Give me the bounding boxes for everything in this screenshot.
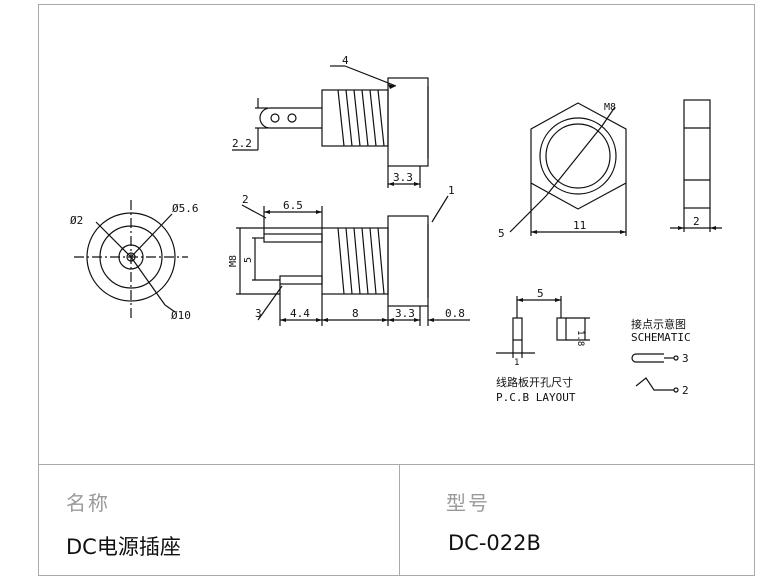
callout-4: 4 [342,54,349,67]
dim-8: 8 [352,307,359,320]
schematic-view [631,353,679,393]
middle-side-view [236,195,470,326]
drawing-frame [38,4,755,576]
dim-3-3-top: 3.3 [393,171,413,184]
dim-6-5: 6.5 [283,199,303,212]
dim-0-8: 0.8 [445,307,465,320]
schematic-pin-2: 2 [682,384,689,397]
name-value: DC电源插座 [66,535,181,559]
dim-11: 11 [573,219,586,232]
table-divider-vertical [399,464,400,576]
top-side-view [232,65,429,188]
dim-pcb-1: 1 [514,358,519,368]
dim-2-2: 2.2 [232,137,252,150]
callout-3: 3 [255,307,262,320]
pcb-layout-view [496,296,590,358]
dim-2-nut: 2 [693,215,700,228]
nut-side-view [670,99,722,232]
callout-5: 5 [498,227,505,240]
callout-1: 1 [448,184,455,197]
technical-drawing: 2.2 3.3 6.5 M8 5 4.4 8 3.3 0.8 Ø2 Ø5.6 Ø… [70,54,722,404]
dim-phi-10: Ø10 [171,309,191,322]
model-value: DC-022B [448,531,541,555]
dim-4-4: 4.4 [290,307,310,320]
name-label: 名称 [66,491,110,515]
pcb-title-en: P.C.B LAYOUT [496,391,576,404]
dim-pcb-5: 5 [537,287,544,300]
schematic-pin-3: 3 [682,352,689,365]
schematic-title-en: SCHEMATIC [631,331,691,344]
pcb-title-cn: 线路板开孔尺寸 [496,375,573,389]
schematic-title-cn: 接点示意图 [631,317,686,331]
hex-nut-view [509,102,627,236]
dim-phi-5-6: Ø5.6 [172,202,199,215]
dim-pcb-1-8: 1.8 [575,330,585,346]
dim-5-side: 5 [243,257,254,263]
dim-3-3-bottom: 3.3 [395,307,415,320]
model-label: 型号 [446,491,490,515]
dim-hex-m8: M8 [604,102,616,113]
callout-2: 2 [242,193,249,206]
dim-m8-side: M8 [228,255,239,267]
dim-phi-2: Ø2 [70,214,83,227]
table-divider-horizontal [38,464,755,465]
front-view [74,200,188,318]
